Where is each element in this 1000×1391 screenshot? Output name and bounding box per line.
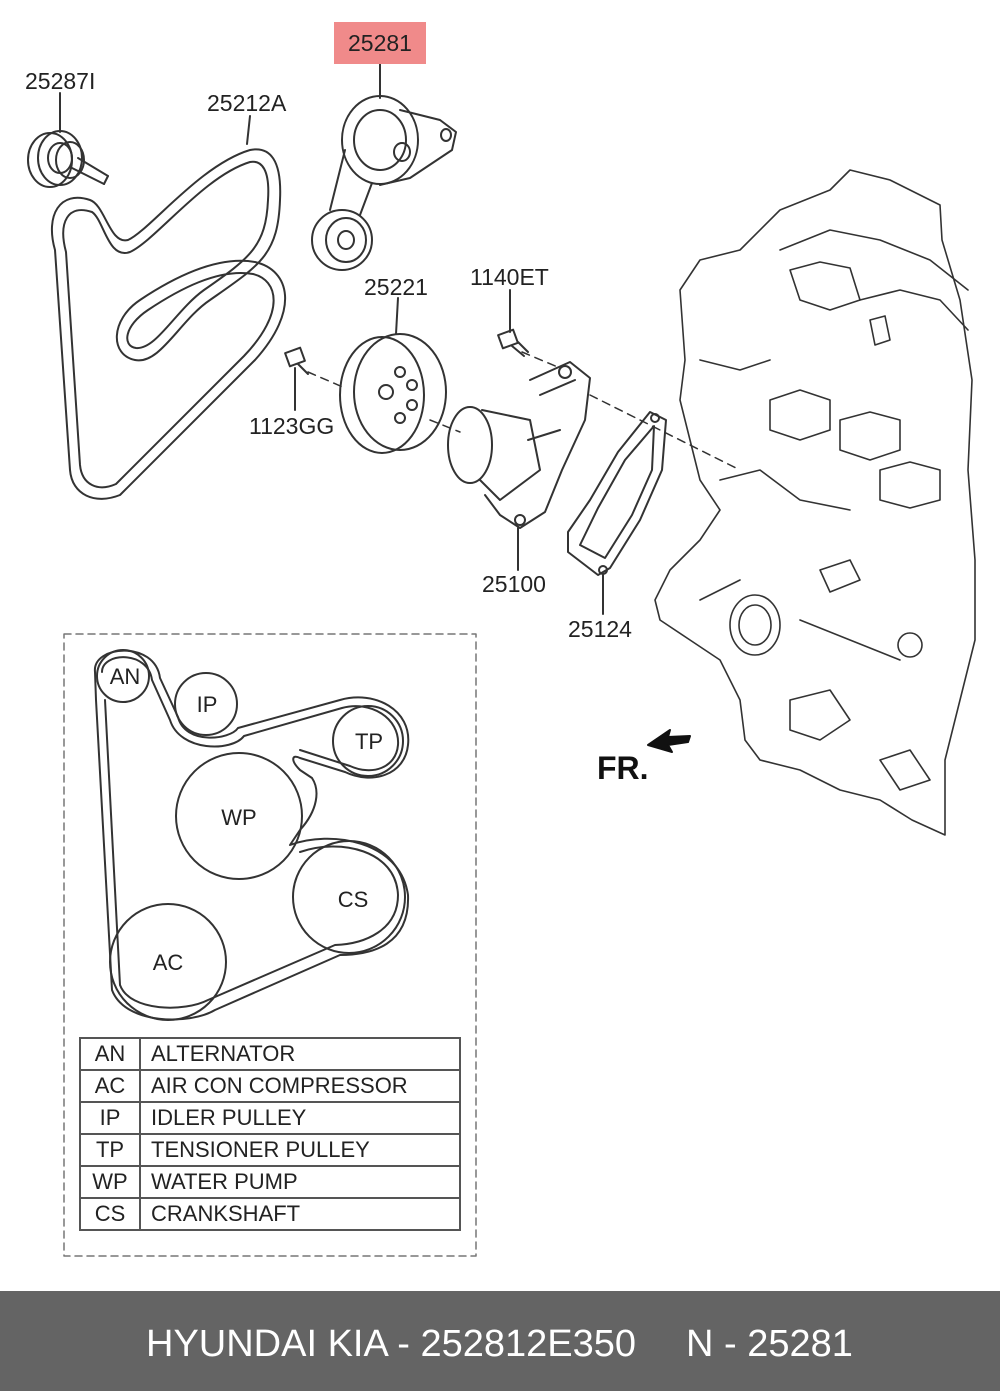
footer-reference: N - 25281	[686, 1323, 853, 1365]
idler-pulley-drawing	[27, 130, 109, 188]
legend-row: WP WATER PUMP	[79, 1165, 461, 1199]
front-arrow-icon	[647, 729, 691, 753]
callout-25287I[interactable]: 25287I	[25, 68, 96, 94]
legend-code: AN	[79, 1037, 141, 1071]
pulley-label-ac: AC	[152, 950, 184, 975]
legend-row: CS CRANKSHAFT	[79, 1197, 461, 1231]
legend-table: AN ALTERNATOR AC AIR CON COMPRESSOR IP I…	[79, 1037, 461, 1231]
pulley-label-cs: CS	[337, 887, 369, 912]
legend-desc: WATER PUMP	[139, 1165, 461, 1199]
tensioner-drawing	[311, 95, 457, 271]
leader-25221	[395, 297, 399, 335]
belt-drawing	[50, 148, 287, 500]
callout-1123GG[interactable]: 1123GG	[249, 413, 335, 439]
legend-desc: IDLER PULLEY	[139, 1101, 461, 1135]
callout-1140ET[interactable]: 1140ET	[470, 264, 549, 290]
pulley-label-tp: TP	[354, 729, 384, 754]
pulley-label-ip: IP	[196, 692, 218, 717]
callout-25124[interactable]: 25124	[568, 616, 632, 642]
gasket-drawing	[567, 411, 667, 576]
legend-row: TP TENSIONER PULLEY	[79, 1133, 461, 1167]
routing-belt	[93, 649, 410, 1021]
routing-pulley-wp	[175, 752, 303, 880]
pulley-label-an: AN	[109, 664, 141, 689]
engine-block-drawing	[654, 169, 976, 836]
bolt-1123GG-drawing	[284, 346, 309, 375]
pulley-label-wp: WP	[221, 805, 257, 830]
legend-desc: ALTERNATOR	[139, 1037, 461, 1071]
routing-pulley-ip	[174, 672, 238, 736]
legend-row: IP IDLER PULLEY	[79, 1101, 461, 1135]
water-pump-drawing	[447, 361, 591, 529]
legend-desc: AIR CON COMPRESSOR	[139, 1069, 461, 1103]
front-direction-label: FR.	[597, 750, 649, 786]
routing-box	[63, 633, 477, 1257]
legend-code: WP	[79, 1165, 141, 1199]
parts-diagram	[27, 63, 976, 1257]
legend-desc: TENSIONER PULLEY	[139, 1133, 461, 1167]
footer-bar: HYUNDAI KIA - 252812E350 N - 25281	[0, 1291, 1000, 1391]
legend-code: IP	[79, 1101, 141, 1135]
callout-25221[interactable]: 25221	[364, 274, 428, 300]
legend-code: CS	[79, 1197, 141, 1231]
footer-part-number: HYUNDAI KIA - 252812E350	[146, 1323, 637, 1365]
leader-25212A	[246, 115, 251, 145]
legend-desc: CRANKSHAFT	[139, 1197, 461, 1231]
legend-code: TP	[79, 1133, 141, 1167]
callout-25281[interactable]: 25281	[334, 22, 426, 64]
bolt-1140ET-drawing	[497, 328, 529, 357]
legend-code: AC	[79, 1069, 141, 1103]
water-pump-pulley-drawing	[339, 333, 447, 454]
callout-25212A[interactable]: 25212A	[207, 90, 287, 116]
routing-pulley-tp	[332, 705, 404, 777]
legend-row: AC AIR CON COMPRESSOR	[79, 1069, 461, 1103]
legend-row: AN ALTERNATOR	[79, 1037, 461, 1071]
callout-25100[interactable]: 25100	[482, 571, 546, 597]
